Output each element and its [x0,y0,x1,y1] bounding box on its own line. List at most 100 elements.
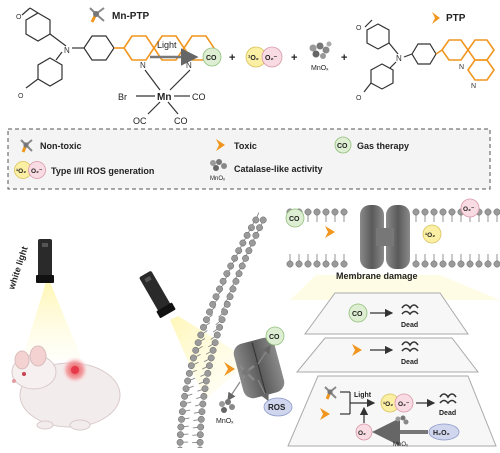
lipid-head [485,261,491,267]
svg-text:N: N [396,54,402,63]
co-ligand-bottom: CO [174,116,188,126]
svg-text:Light: Light [354,392,372,399]
svg-text:Toxic: Toxic [234,141,257,151]
panel-ptp-dead: Dead [297,338,478,372]
lipid-head [246,247,252,253]
lipid-head [205,370,211,376]
lipid-head [190,355,196,361]
lipid-head [323,209,329,215]
phen-n2: N [186,61,192,70]
membrane-damage-label: Membrane damage [336,271,418,281]
lipid-head [476,261,482,267]
lipid-head [458,261,464,267]
lipid-head [260,217,266,223]
svg-text:Non-toxic: Non-toxic [40,141,82,151]
membrane-channel [231,336,286,401]
svg-text:Dead: Dead [401,359,418,366]
lipid-head [181,393,187,399]
lipid-head [449,261,455,267]
oc-ligand: OC [133,116,147,126]
lipid-head [239,263,245,269]
ptp-icon [432,12,440,24]
co-ligand-right: CO [192,92,206,102]
lipid-head [186,370,192,376]
lipid-head [449,209,455,215]
lipid-head [431,209,437,215]
zoom-channel [360,205,410,269]
ptp-molecule: PTP O N O N N [356,12,494,102]
svg-text:CO: CO [352,311,363,318]
methoxy-o-bottom: O [18,93,24,100]
legend-box [8,129,490,189]
lipid-head [201,393,207,399]
lipid-head [227,293,233,299]
zoom-ptp-icon [325,226,335,238]
lipid-head [256,224,262,230]
lipid-head [332,209,338,215]
svg-text:MnOₓ: MnOₓ [210,176,225,182]
lipid-head [219,316,225,322]
lipid-head [193,347,199,353]
lipid-head [422,209,428,215]
lipid-head [305,209,311,215]
lipid-head [224,270,230,276]
lipid-head [208,355,214,361]
zoom-co-bubble: CO [286,209,304,227]
mnptp-icon [90,8,104,22]
svg-text:CO: CO [337,143,348,150]
co-product: CO [203,48,221,66]
svg-text:ROS: ROS [268,403,286,412]
svg-text:O: O [356,25,362,32]
lipid-head [440,209,446,215]
svg-text:H₂O₂: H₂O₂ [433,430,450,437]
svg-text:Type I/II ROS generation: Type I/II ROS generation [51,166,154,176]
lipid-head [494,209,500,215]
methoxy-o-top: O [16,14,22,21]
lipid-head [431,261,437,267]
lipid-head [305,261,311,267]
lipid-head [440,261,446,267]
phen-n1: N [140,61,146,70]
zoom-singlet: ¹O₂ [423,225,441,243]
ros-product: ¹O₂ O₂⁻ [246,47,282,67]
lipid-head [220,278,226,284]
svg-text:O₂: O₂ [358,430,366,437]
lipid-head [249,240,255,246]
lipid-head [209,301,215,307]
mnptp-label: Mn-PTP [112,11,150,22]
svg-text:MnOₓ: MnOₓ [393,442,408,448]
svg-text:Gas therapy: Gas therapy [357,141,409,151]
lipid-head [202,385,208,391]
lipid-head [206,309,212,315]
lipid-head [197,431,203,437]
svg-text:O₂⁻: O₂⁻ [265,55,278,62]
lipid-head [240,240,246,246]
svg-text:N: N [471,83,476,90]
svg-text:N: N [459,64,464,71]
zoom-superoxide: O₂⁻ [461,199,479,217]
lipid-head [422,261,428,267]
lipid-head [178,424,184,430]
svg-text:¹O₂: ¹O₂ [383,401,393,408]
lipid-head [199,408,205,414]
lipid-head [197,439,203,445]
svg-text:CO: CO [206,55,217,62]
svg-text:¹O₂: ¹O₂ [425,232,435,239]
lipid-head [178,416,184,422]
lipid-head [341,261,347,267]
lipid-head [210,347,216,353]
lipid-head [212,339,218,345]
lipid-head [188,362,194,368]
lipid-head [485,209,491,215]
lipid-head [242,255,248,261]
svg-text:O₂⁻: O₂⁻ [463,206,475,213]
lipid-head [314,209,320,215]
lipid-head [296,261,302,267]
ptp-label: PTP [446,13,466,24]
lipid-head [195,339,201,345]
lipid-head [332,261,338,267]
flashlight-left-icon [36,239,54,283]
flashlight-center-icon [137,270,176,319]
mnox-bubble-bottom: MnOₓ [216,399,235,425]
